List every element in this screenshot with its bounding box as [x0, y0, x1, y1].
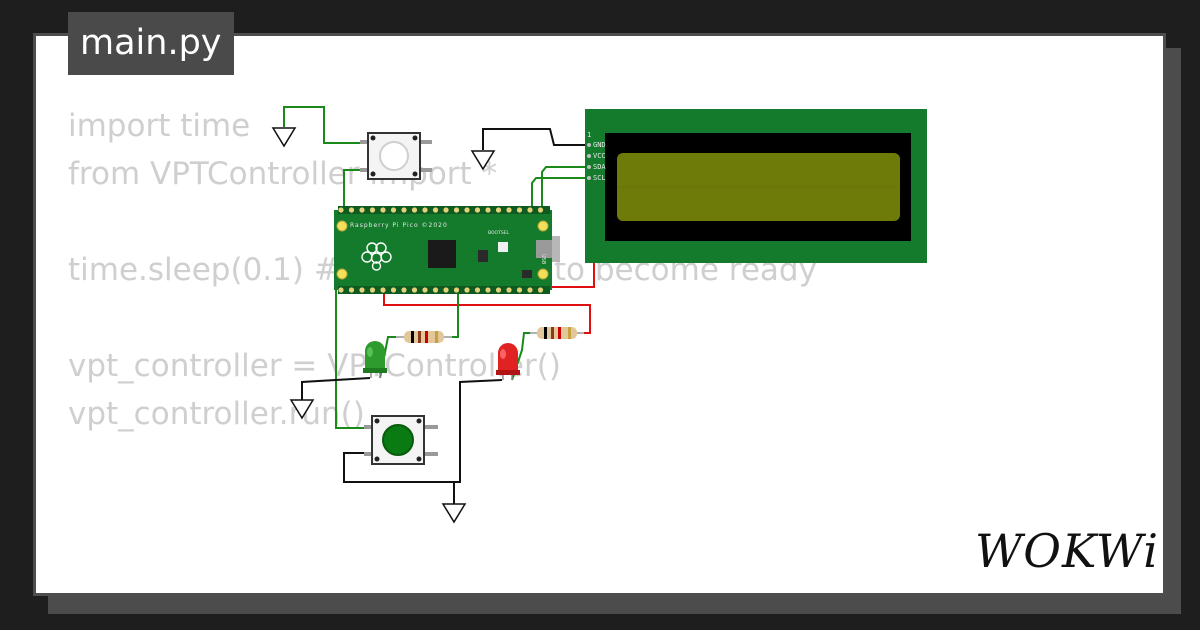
wire-pico-green-resistor — [446, 290, 459, 338]
pico-pin — [422, 207, 428, 213]
pico-pin — [411, 207, 418, 213]
wire-lcd-scl — [531, 177, 590, 210]
pico-pin — [495, 287, 502, 293]
pico-pin — [453, 287, 460, 293]
pico-pin — [537, 287, 544, 293]
ground-icon — [289, 399, 315, 420]
pico-pin — [464, 287, 470, 293]
led-green[interactable] — [363, 341, 387, 378]
file-tab-main-py[interactable]: main.py — [68, 12, 234, 75]
mounting-hole — [336, 268, 348, 280]
ground-symbols — [271, 127, 496, 524]
lcd-pin — [587, 143, 591, 147]
lcd-pin — [587, 176, 591, 180]
pico-pin — [432, 207, 439, 213]
mounting-hole — [336, 220, 348, 232]
pico-pin — [443, 287, 449, 293]
pico-pin — [359, 207, 365, 213]
rp2040-chip — [428, 240, 456, 268]
pico-pin — [516, 287, 523, 293]
pico-pin — [338, 287, 344, 293]
pico-label: Raspberry Pi Pico ©2020 — [350, 222, 448, 229]
resistor-green-led[interactable] — [396, 331, 452, 343]
bootsel-label: BOOTSEL — [488, 230, 510, 236]
mounting-hole — [537, 220, 549, 232]
wire-green-button-ground — [343, 452, 455, 504]
lcd-pin-scl-label: SCL — [593, 174, 606, 182]
wires — [283, 106, 595, 504]
pico-pin — [422, 287, 428, 293]
pico-pin — [443, 207, 449, 213]
pico-pin — [485, 207, 491, 213]
mounting-hole — [537, 268, 549, 280]
lcd-pin — [587, 165, 591, 169]
pico-pin — [401, 207, 407, 213]
lcd-pin-gnd-label: GND — [593, 141, 606, 149]
pico-pin — [527, 207, 533, 213]
wire-lcd-sda — [541, 166, 590, 210]
raspberry-pi-pico-board[interactable]: Raspberry Pi Pico ©2020 BOOTSEL USB — [334, 206, 560, 294]
usb-connector — [552, 236, 560, 262]
pico-pin — [359, 287, 365, 293]
pico-pin — [380, 287, 386, 293]
wokwi-logo: WOKWi — [975, 524, 1159, 578]
pico-pin — [453, 207, 460, 213]
pico-pin — [390, 287, 397, 293]
lcd-display[interactable]: 1 GND VCC SDA SCL — [585, 109, 927, 263]
pico-pin — [432, 287, 439, 293]
pico-pin — [369, 287, 376, 293]
pico-pin — [348, 207, 355, 213]
lcd-pin-sda-label: SDA — [593, 163, 606, 171]
pico-pin — [506, 287, 512, 293]
pico-pin — [411, 287, 418, 293]
pico-pin — [537, 207, 544, 213]
pico-pin — [506, 207, 512, 213]
wire-pico-red-resistor — [383, 290, 591, 334]
pico-pin — [369, 207, 376, 213]
bootsel-button[interactable] — [498, 242, 508, 252]
wire-green-led-ground — [301, 377, 371, 400]
pico-pin — [464, 207, 470, 213]
pico-pin — [516, 207, 523, 213]
usb-label: USB — [540, 254, 546, 265]
pico-pin — [380, 207, 386, 213]
ground-icon — [441, 503, 467, 524]
wire-ground-top-button — [283, 106, 368, 144]
code-line: vpt_controller.run() — [68, 396, 365, 432]
pushbutton-white[interactable] — [360, 132, 432, 180]
raspberry-pi-logo-icon — [361, 242, 392, 271]
pico-pin — [474, 287, 481, 293]
lcd-pin-vcc-label: VCC — [593, 152, 606, 160]
lcd-pin — [587, 154, 591, 158]
ground-icon — [271, 127, 297, 148]
lcd-pin-index: 1 — [587, 131, 591, 139]
wire-red-led-ground — [454, 379, 503, 483]
pico-pin — [485, 287, 491, 293]
code-line: import time — [68, 108, 251, 144]
ground-icon — [470, 150, 496, 171]
pushbutton-green[interactable] — [364, 415, 438, 465]
wire-top-button-pico — [343, 169, 368, 210]
pico-pin — [527, 287, 533, 293]
pico-pin — [348, 287, 355, 293]
led-red[interactable] — [496, 343, 520, 380]
pico-pin — [390, 207, 397, 213]
wire-pico-green-button — [335, 290, 370, 429]
wire-lcd-gnd — [482, 128, 590, 150]
pico-pin — [474, 207, 481, 213]
pico-pin — [338, 207, 344, 213]
resistor-red-led[interactable] — [530, 327, 584, 339]
pico-pin — [495, 207, 502, 213]
pico-pin — [401, 287, 407, 293]
